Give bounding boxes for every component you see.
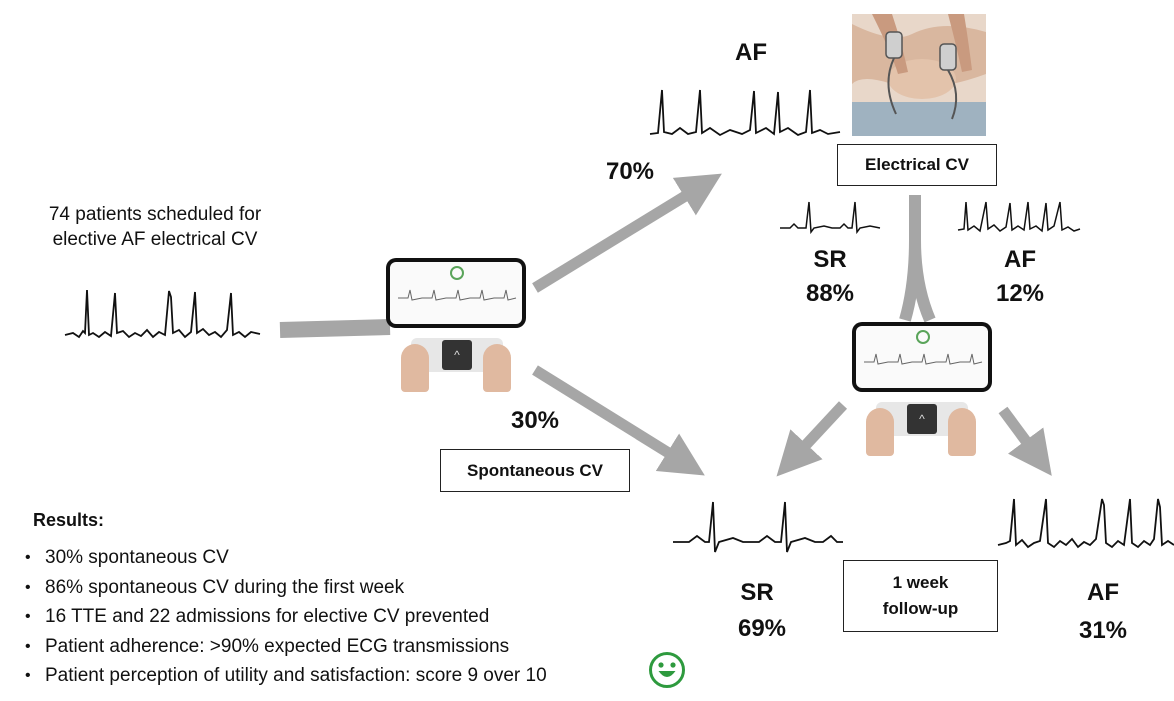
finger-right [948, 408, 976, 456]
finger-right [483, 344, 511, 392]
followup-line-1: 1 week [892, 573, 949, 592]
ecg-strip-sr-mid [780, 201, 881, 235]
smartphone-ecg-device-icon: ^ [383, 258, 527, 393]
followup-box: 1 week follow-up [843, 560, 998, 632]
ecg-strip-af-left [64, 289, 261, 339]
results-item: 30% spontaneous CV [25, 543, 547, 573]
smartphone [386, 258, 526, 328]
spontaneous-percent: 30% [510, 407, 560, 434]
bottom-af-percent: 31% [1078, 617, 1128, 644]
mid-af-percent: 12% [995, 280, 1045, 307]
spontaneous-cv-label: Spontaneous CV [466, 460, 603, 480]
defibrillator-illustration [852, 14, 986, 136]
intro-line-2: elective AF electrical CV [52, 229, 258, 250]
arrow-intro-to-device [279, 319, 391, 338]
ecg-strip-af-top [649, 89, 841, 137]
mid-sr-percent: 88% [805, 280, 855, 307]
finger-left [866, 408, 894, 456]
ecg-strip-sr-bottom [673, 501, 843, 553]
smartphone-screen [856, 326, 988, 388]
electrical-cv-box: Electrical CV [837, 144, 997, 186]
results-item: Patient adherence: >90% expected ECG tra… [25, 632, 547, 662]
intro-line-1: 74 patients scheduled for [48, 204, 262, 225]
smartphone [852, 322, 992, 392]
ecg-strip-af-bottom [997, 498, 1174, 549]
results-item: 16 TTE and 22 admissions for elective CV… [25, 602, 547, 632]
bottom-sr-percent: 69% [737, 615, 787, 642]
mid-sr-label: SR [813, 246, 847, 273]
top-af-label: AF [735, 39, 767, 66]
arrow-to-electrical [532, 173, 722, 293]
results-item: 86% spontaneous CV during the first week [25, 573, 547, 603]
electrical-percent: 70% [605, 158, 655, 185]
arrow-followup-to-af [998, 406, 1052, 476]
mid-af-label: AF [1004, 246, 1036, 273]
smiley-face-icon [649, 652, 685, 688]
finger-left [401, 344, 429, 392]
arrow-followup-to-sr [776, 401, 848, 477]
ecg-strip-af-mid [957, 201, 1081, 233]
results-list: 30% spontaneous CV 86% spontaneous CV du… [25, 543, 547, 691]
smartphone-screen [390, 262, 522, 324]
intro-text: 74 patients scheduled for elective AF el… [20, 202, 290, 252]
spontaneous-cv-box: Spontaneous CV [440, 449, 630, 492]
bottom-sr-label: SR [740, 579, 774, 606]
electrical-cv-label: Electrical CV [865, 155, 969, 174]
followup-line-2: follow-up [882, 599, 959, 618]
results-item: Patient perception of utility and satisf… [25, 661, 547, 691]
results-title: Results: [33, 510, 105, 530]
smartphone-ecg-device-icon-followup: ^ [848, 322, 992, 457]
arrow-to-spontaneous [532, 365, 705, 476]
bottom-af-label: AF [1087, 579, 1119, 606]
